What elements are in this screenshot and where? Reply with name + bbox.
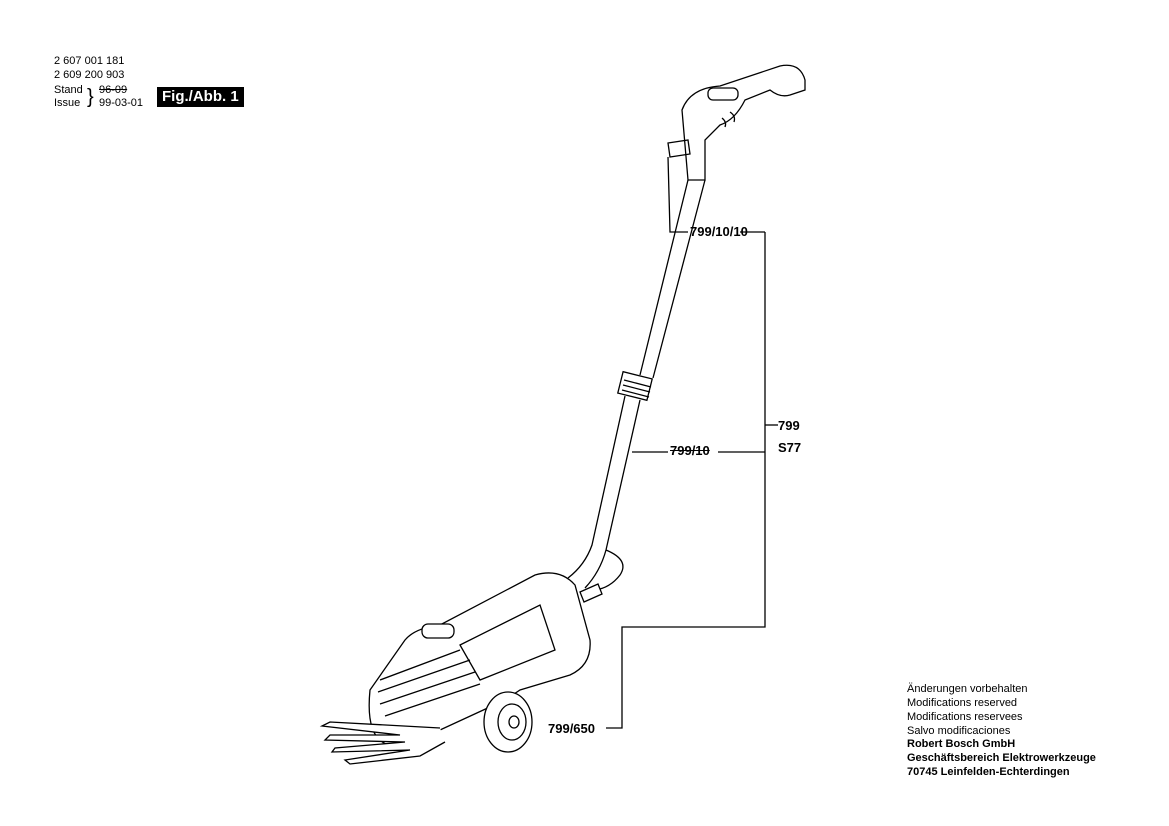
pole-clamp [616,370,654,402]
shear-body [368,572,591,746]
body-switch [421,623,455,639]
callout-group-sub: S77 [778,440,802,455]
upper-pole [639,179,706,379]
figure-label: Fig./Abb. 1 [157,87,244,107]
callout-handle: 799/10/10 [690,224,748,239]
group-bracket [606,232,766,729]
plug [579,583,603,603]
company-address: 70745 Leinfelden-Echterdingen [907,766,1070,778]
stand-value: 96-09 [99,84,128,96]
footer-line: Salvo modificaciones [907,725,1011,737]
callout-line-handle [667,156,765,233]
part-number-1: 2 607 001 181 [54,55,125,67]
company-division: Geschäftsbereich Elektrowerkzeuge [907,752,1096,764]
part-number-2: 2 609 200 903 [54,69,125,81]
callout-group-code: 799 [778,418,800,433]
switch-button [707,87,739,101]
brace-icon: } [87,86,94,108]
callout-pole: 799/10 [670,443,710,458]
lower-pole [567,395,641,589]
footer-line: Modifications reserved [907,697,1018,709]
stand-label: Stand [54,84,83,96]
footer-line: Änderungen vorbehalten [907,683,1028,695]
company-name: Robert Bosch GmbH [907,738,1016,750]
handle-grip [681,64,806,181]
callout-wheel: 799/650 [548,721,595,736]
wheel [483,691,533,753]
power-cable [594,549,624,591]
footer-line: Modifications reservees [907,711,1023,723]
issue-label: Issue [54,97,81,109]
blades [319,721,446,765]
issue-value: 99-03-01 [99,97,144,109]
label-tag [667,139,691,158]
